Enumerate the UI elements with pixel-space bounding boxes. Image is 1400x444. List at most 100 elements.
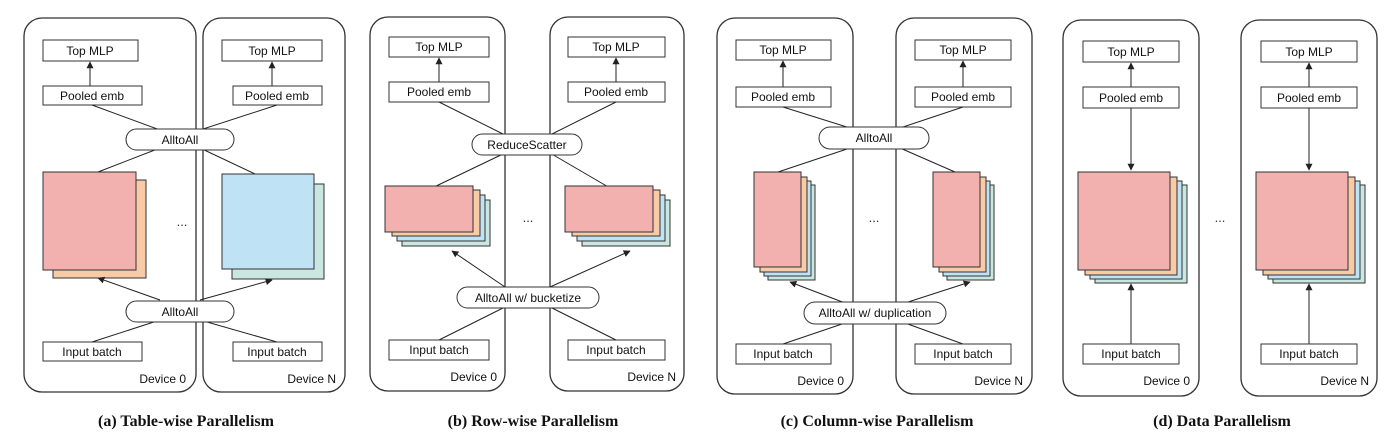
pooled-emb-label: Pooled emb [751,90,815,104]
input-batch-label: Input batch [409,343,468,357]
pooled-emb-label: Pooled emb [584,85,648,99]
top-mlp-label: Top MLP [66,44,113,58]
arrow [789,280,846,304]
top-mlp-label: Top MLP [939,43,986,57]
panel-b-caption: (b) Row-wise Parallelism [448,413,619,430]
table-front [1077,171,1171,271]
pooled-emb-label: Pooled emb [1099,91,1163,105]
alltoall-upper-pill [125,128,235,151]
top-mlp-box [914,39,1012,61]
top-mlp-label: Top MLP [1285,45,1332,59]
arrow [904,280,971,304]
alltoall-bucketize-pill [456,286,600,309]
input-batch-box [388,339,490,361]
input-batch-box [735,343,832,365]
connector [904,322,964,345]
top-mlp-box [735,39,832,61]
connector [549,152,611,189]
panel-data: Top MLP Top MLP Pooled emb Pooled emb ..… [1062,19,1378,430]
device-n-frame [549,16,685,392]
table-front-blue [221,173,315,270]
arrow [549,250,631,288]
device-n-frame [202,17,346,393]
alltoall-duplication-label: AlltoAll w/ duplication [819,306,932,320]
top-mlp-label: Top MLP [1107,45,1154,59]
panel-row-wise: Top MLP Top MLP Pooled emb Pooled emb Re… [369,16,685,430]
shard-front [753,171,802,268]
input-batch-label: Input batch [1279,347,1338,361]
device-n-frame [1240,19,1378,397]
panel-a-caption: (a) Table-wise Parallelism [98,413,275,430]
device-0-label: Device 0 [139,372,186,386]
ellipsis: ... [869,210,880,225]
connector [899,147,956,173]
input-batch-label: Input batch [753,347,812,361]
reducescatter-label: ReduceScatter [487,138,566,152]
top-mlp-label: Top MLP [759,43,806,57]
device-0-frame [1062,19,1200,397]
connector [549,306,617,341]
connector [438,306,506,341]
input-batch-box [232,341,323,362]
device-n-label: Device N [287,372,336,386]
device-0-label: Device 0 [797,374,844,388]
connector [549,101,617,136]
alltoall-duplication-pill [803,301,947,325]
connector [782,322,846,345]
device-0-frame [23,17,197,393]
alltoall-lower-pill [125,300,235,323]
device-0-label: Device 0 [1143,374,1190,388]
device-0-frame [369,16,506,392]
connector [431,152,506,189]
device-0-label: Device 0 [450,370,497,384]
device-n-frame [895,17,1033,395]
pooled-emb-label: Pooled emb [1277,91,1341,105]
shard-front [384,185,474,233]
pooled-emb-label: Pooled emb [245,89,309,103]
input-batch-box [567,339,666,361]
top-mlp-label: Top MLP [248,44,295,58]
arrow [199,278,273,301]
shard-front [932,171,981,268]
connector [782,106,851,129]
input-batch-label: Input batch [1101,347,1160,361]
connector [899,106,964,129]
pooled-emb-label: Pooled emb [931,90,995,104]
connector [91,319,161,343]
top-mlp-box [1082,40,1180,63]
panel-c-caption: (c) Column-wise Parallelism [781,413,975,430]
pooled-emb-box [232,85,323,106]
panel-table-wise: Top MLP Top MLP Pooled emb Pooled emb Al… [23,17,346,430]
pooled-emb-label: Pooled emb [60,89,124,103]
device-n-label: Device N [627,370,676,384]
input-batch-box [914,343,1012,365]
alltoall-lower-label: AlltoAll [162,305,199,319]
top-mlp-label: Top MLP [592,40,639,54]
ellipsis: ... [1215,210,1226,225]
alltoall-bucketize-label: AlltoAll w/ bucketize [475,291,581,305]
arrow [97,276,161,301]
top-mlp-label: Top MLP [415,40,462,54]
top-mlp-box [221,39,323,62]
connector [91,104,161,131]
alltoall-upper-pill [818,126,930,150]
input-batch-label: Input batch [62,345,121,359]
table-front [1255,171,1349,271]
top-mlp-box [42,39,139,62]
device-n-label: Device N [974,374,1023,388]
top-mlp-box [388,36,490,58]
input-batch-box [1260,343,1358,365]
pooled-emb-label: Pooled emb [407,85,471,99]
alltoall-upper-label: AlltoAll [856,131,893,145]
ellipsis: ... [523,210,534,225]
input-batch-label: Input batch [247,345,306,359]
device-0-frame [716,17,854,395]
panel-column-wise: Top MLP Top MLP Pooled emb Pooled emb Al… [716,17,1033,430]
top-mlp-box [567,36,666,58]
device-n-label: Device N [1320,374,1369,388]
connector [199,104,278,131]
input-batch-label: Input batch [586,343,645,357]
ellipsis: ... [177,214,188,229]
connector [777,147,851,173]
